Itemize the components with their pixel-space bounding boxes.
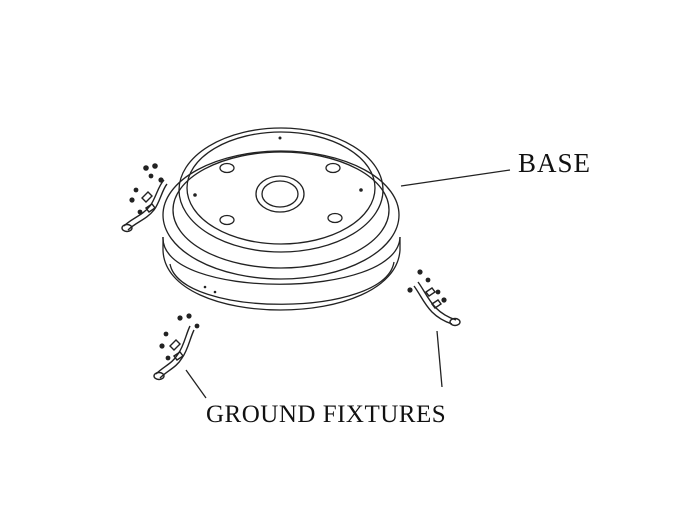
base-bottom-edge	[162, 249, 401, 311]
fixture-screw	[194, 323, 200, 329]
fixture-screw	[417, 269, 423, 275]
ground-fixture-right	[413, 281, 461, 327]
rivet-dot	[278, 136, 282, 140]
base-leader-line	[400, 169, 511, 187]
base-center-hub-outer	[255, 175, 305, 213]
base-top-plate-inner	[186, 131, 376, 245]
ground-fixture-upper-left	[121, 179, 168, 233]
fixture-screw	[177, 315, 183, 321]
ground-fixtures-label: GROUND FIXTURES	[206, 401, 447, 428]
mount-hole	[325, 162, 341, 174]
fixture-screw	[133, 187, 139, 193]
base-bottom-rim	[162, 236, 401, 285]
mount-hole	[219, 162, 235, 174]
fixture-screw	[186, 313, 192, 319]
fixture-screw	[129, 197, 135, 203]
rivet-dot	[193, 193, 197, 197]
fixture-screw	[148, 173, 154, 179]
fixture-screw	[441, 297, 447, 303]
fixture-screw	[158, 177, 164, 183]
ground-fixture-lower-left	[153, 325, 195, 381]
ground-leader-line-left	[185, 369, 207, 399]
fixture-screw	[137, 209, 143, 215]
fixture-screw	[143, 165, 149, 171]
ground-leader-line-right	[436, 330, 443, 388]
rivet-dot	[203, 285, 207, 289]
base-middle-ring-inner	[172, 151, 390, 269]
fixture-screw	[159, 343, 165, 349]
base-middle-ring	[162, 150, 400, 280]
fixture-screw	[435, 289, 441, 295]
fixture-screw	[407, 287, 413, 293]
mount-hole	[327, 212, 343, 224]
fixture-screw	[165, 355, 171, 361]
base-skirt-line	[169, 261, 395, 305]
rivet-dot	[213, 290, 217, 294]
fixture-screw	[425, 277, 431, 283]
base-top-plate	[178, 127, 384, 253]
base-label: BASE	[518, 148, 592, 178]
base-center-hub-inner	[261, 180, 299, 208]
fixture-screw	[152, 163, 158, 169]
rivet-dot	[359, 188, 363, 192]
fixture-screw	[163, 331, 169, 337]
mount-hole	[219, 214, 235, 226]
